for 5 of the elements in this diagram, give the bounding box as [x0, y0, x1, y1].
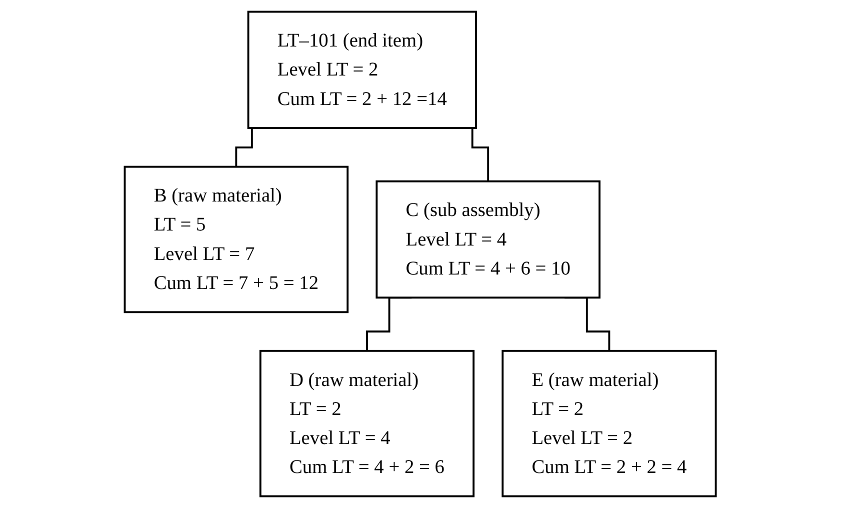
node-box: LT–101 (end item) Level LT = 2 Cum LT = 2 + 12 =14	[248, 10, 478, 129]
node-box: D (raw material) LT = 2 Level LT = 4 Cum LT = 4 + 2 = 6	[260, 350, 475, 498]
node-box: E (raw material) LT = 2 Level LT = 2 Cum LT = 2 + 2 = 4	[502, 350, 717, 498]
node-box: B (raw material) LT = 5 Level LT = 7 Cum LT = 7 + 5 = 12	[124, 166, 349, 314]
node-box: C (sub assembly) Level LT = 4 Cum LT = 4 + 6 = 10	[376, 180, 601, 299]
